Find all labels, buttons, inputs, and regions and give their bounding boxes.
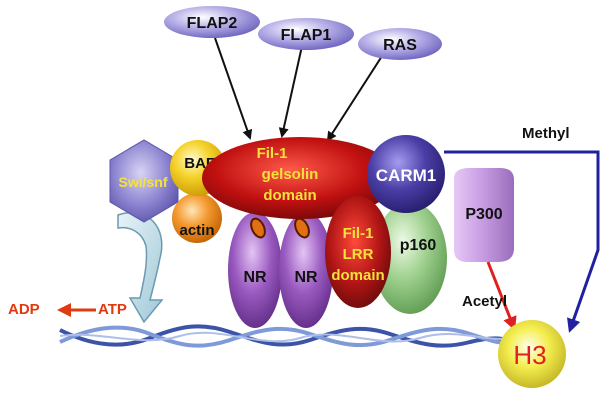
acetyl-arrow (486, 261, 517, 331)
p300-node: P300 (454, 168, 514, 262)
actin-node: actin (172, 193, 222, 243)
nr1-node: NR (228, 212, 282, 328)
adp-label: ADP (8, 301, 40, 318)
p160-label: p160 (400, 237, 437, 254)
flap1-label: FLAP1 (281, 27, 332, 44)
flap2-arrow (214, 37, 253, 140)
p300-label: P300 (465, 206, 502, 223)
atp-curve-arrow (117, 212, 164, 324)
fil1-lrr-domain: Fil-1 LRR domain (325, 196, 391, 308)
swisnf-complex: Swi/snf (109, 139, 179, 223)
flap2-label: FLAP2 (187, 15, 238, 32)
flap2-node: FLAP2 (164, 6, 260, 38)
h3-label: H3 (513, 340, 546, 370)
p160-node: p160 (373, 202, 447, 314)
fil1-lrr-label-line3: domain (331, 267, 384, 284)
fil1-gelsolin-label-line2: gelsolin (262, 166, 319, 183)
flap1-arrow (278, 45, 303, 138)
carm1-node: CARM1 (367, 135, 445, 213)
dna-helix (59, 324, 521, 348)
h3-node: H3 (498, 320, 566, 388)
acetyl-label: Acetyl (462, 293, 507, 310)
swisnf-label: Swi/snf (118, 174, 167, 190)
methyl-label: Methyl (522, 125, 570, 142)
fil1-gelsolin-label-line3: domain (263, 187, 316, 204)
actin-label: actin (179, 222, 214, 239)
flap1-node: FLAP1 (258, 18, 354, 50)
fil1-lrr-label-line1: Fil-1 (343, 225, 374, 242)
ras-arrow (326, 55, 383, 142)
ras-node: RAS (358, 28, 442, 60)
carm1-label: CARM1 (376, 166, 436, 185)
nr2-label: NR (294, 269, 318, 286)
nr1-label: NR (243, 269, 267, 286)
ras-label: RAS (383, 37, 417, 54)
methyl-arrow (444, 150, 600, 333)
fil1-gelsolin-label-line1: Fil-1 (257, 145, 288, 162)
fil1-lrr-label-line2: LRR (343, 246, 374, 263)
ligand-marker (250, 217, 266, 239)
atp-label: ATP (98, 301, 127, 318)
nr2-node: NR (279, 212, 333, 328)
